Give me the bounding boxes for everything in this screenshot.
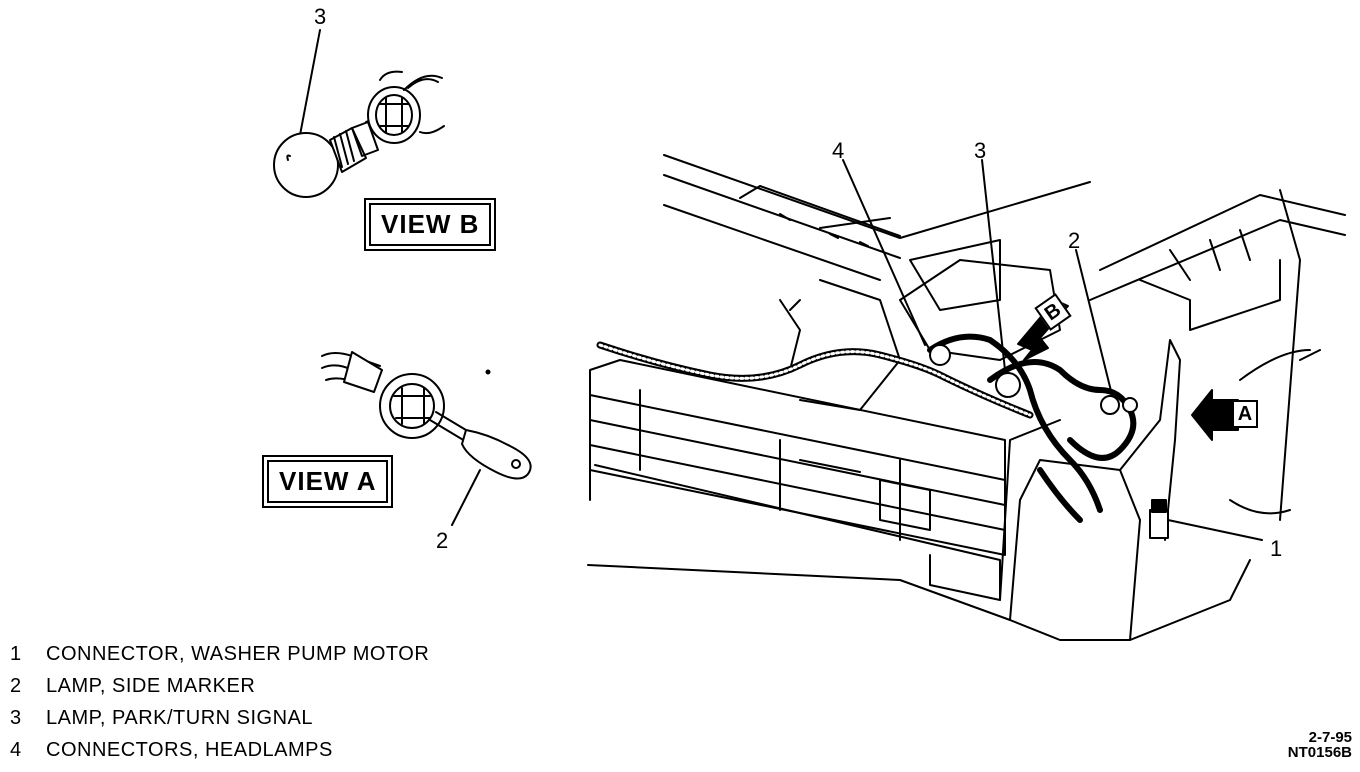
legend-item-2: 2 LAMP, SIDE MARKER [10,670,429,702]
side-marker-bulb-illustration [321,351,532,526]
legend-item-4: 4 CONNECTORS, HEADLAMPS [10,734,429,766]
legend-text: LAMP, PARK/TURN SIGNAL [46,707,313,729]
legend-text: CONNECTOR, WASHER PUMP MOTOR [46,643,430,665]
legend-item-3: 3 LAMP, PARK/TURN SIGNAL [10,702,429,734]
legend-number: 2 [10,675,22,697]
view-b-label: VIEW B [364,198,497,251]
view-b-text: VIEW B [369,203,492,246]
arrow-a-label: A [1232,400,1258,428]
figure-date: 2-7-95 [1308,729,1352,746]
callout-main-2: 2 [1068,228,1081,253]
legend: 1 CONNECTOR, WASHER PUMP MOTOR 2 LAMP, SID… [10,638,429,766]
callout-main-3: 3 [974,138,987,163]
view-a-label: VIEW A [262,455,394,508]
callout-view-a-2: 2 [436,528,449,553]
legend-number: 4 [10,739,22,761]
park-turn-bulb-illustration [273,29,445,198]
legend-item-1: 1 CONNECTOR, WASHER PUMP MOTOR [10,638,429,670]
legend-number: 1 [10,643,22,665]
callout-view-b-3: 3 [314,4,327,29]
front-end-illustration [587,154,1346,641]
view-a-text: VIEW A [267,460,389,503]
legend-number: 3 [10,707,22,729]
figure-id: NT0156B [1287,744,1352,761]
legend-text: LAMP, SIDE MARKER [46,675,256,697]
callout-main-4: 4 [832,138,845,163]
figure-code: 2-7-95 NT0156B [1288,730,1352,760]
legend-text: CONNECTORS, HEADLAMPS [46,739,333,761]
callout-main-1: 1 [1270,536,1283,561]
